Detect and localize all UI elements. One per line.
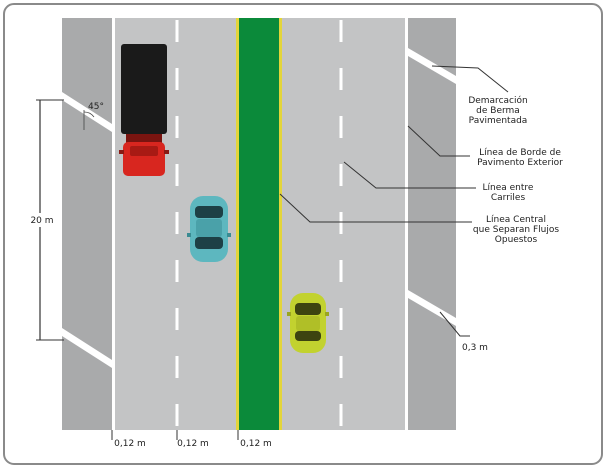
right-edge-line: [405, 18, 408, 430]
truck-windshield: [130, 146, 158, 156]
leader-borde: [407, 125, 470, 157]
truck-mirror-left: [119, 150, 124, 154]
label-central-2: que Separan Flujos: [473, 225, 559, 235]
yellow-car: [287, 293, 329, 353]
leader-carriles: [343, 161, 476, 189]
label-width-012-c: 0,12 m: [240, 439, 272, 449]
left-berma-stripe-bottom: [62, 328, 112, 368]
left-shoulder: [62, 18, 114, 430]
yellow-car-roof: [296, 316, 320, 331]
distance-label: 20 m: [30, 216, 53, 226]
leader-berma: [431, 65, 509, 93]
teal-car: [187, 196, 231, 262]
label-width-012-b: 0,12 m: [177, 439, 209, 449]
central-median: [238, 18, 280, 430]
red-truck: [119, 44, 169, 176]
label-berma-2: de Berma: [476, 106, 520, 116]
label-berma-3: Pavimentada: [469, 116, 528, 126]
label-central-3: Opuestos: [495, 235, 538, 245]
angle-label: 45°: [88, 102, 104, 112]
label-carriles-2: Carriles: [491, 193, 526, 203]
truck-cargo: [121, 44, 167, 134]
teal-car-mirror-left: [187, 233, 191, 237]
yellow-car-rear-window: [295, 331, 321, 341]
label-carriles-1: Línea entre: [483, 183, 534, 193]
yellow-car-windshield: [295, 303, 321, 315]
angle-arc: [83, 111, 95, 118]
label-borde-2: Pavimento Exterior: [477, 158, 563, 168]
right-lanes: [280, 18, 406, 430]
teal-car-rear-window: [195, 206, 223, 218]
teal-car-roof: [196, 219, 222, 237]
label-width-03: 0,3 m: [462, 343, 488, 353]
median-edge-left: [236, 18, 239, 430]
right-shoulder: [406, 18, 456, 430]
teal-car-mirror-right: [227, 233, 231, 237]
left-edge-line: [112, 18, 115, 430]
leader-central: [279, 193, 472, 223]
label-borde-1: Línea de Borde de: [479, 148, 561, 158]
label-berma-1: Demarcación: [468, 95, 527, 106]
truck-mirror-right: [164, 150, 169, 154]
distance-label-bg: [22, 213, 62, 227]
teal-car-windshield: [195, 237, 223, 249]
leader-width-03: [439, 311, 470, 337]
label-central-1: Línea Central: [486, 215, 546, 225]
truck-hitch: [126, 134, 162, 144]
median-edge-right: [279, 18, 282, 430]
yellow-car-mirror-right: [325, 312, 329, 316]
label-width-012-a: 0,12 m: [114, 439, 146, 449]
yellow-car-mirror-left: [287, 312, 291, 316]
